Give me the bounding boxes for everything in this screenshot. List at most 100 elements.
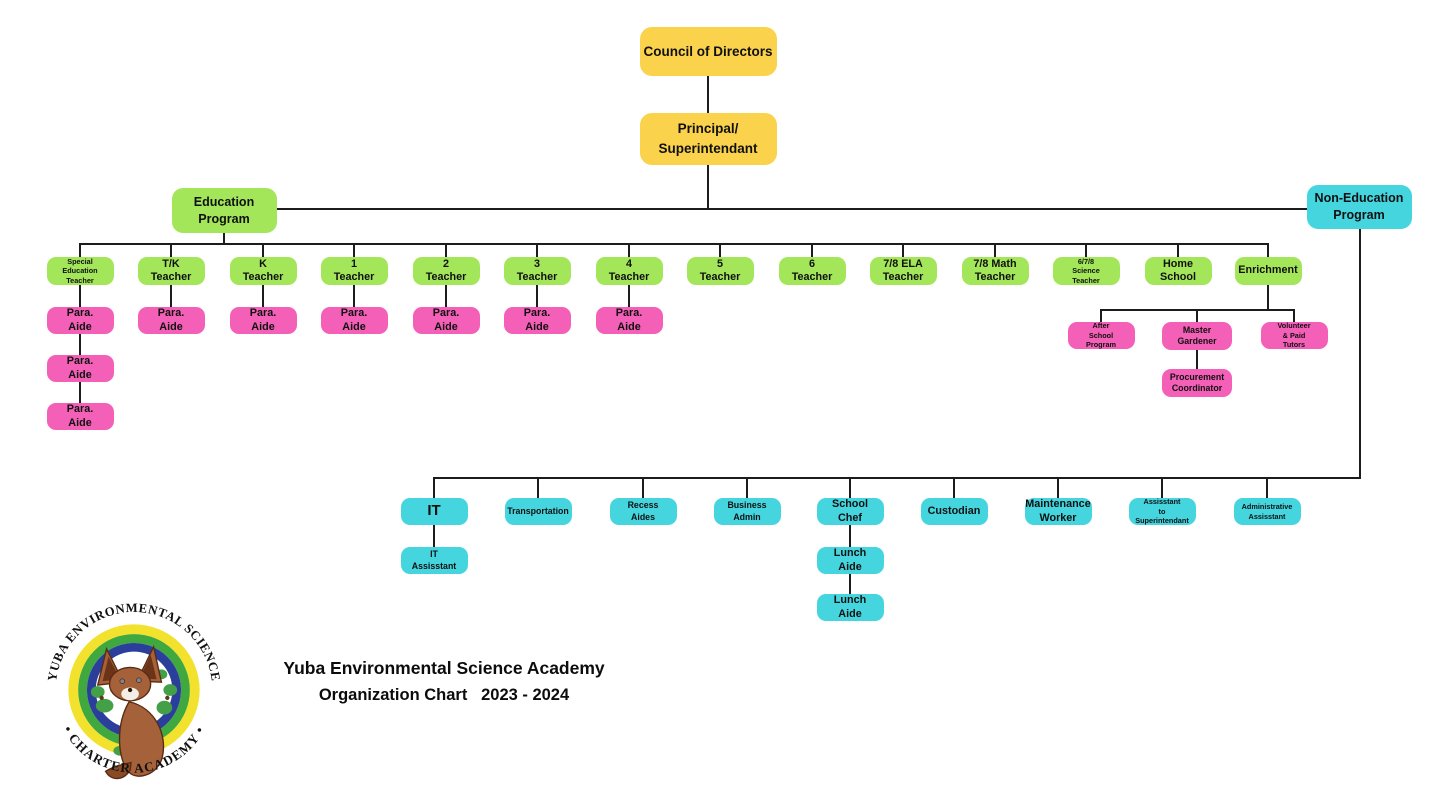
node-label-line: Superintendant: [658, 141, 758, 156]
connector-line: [223, 233, 225, 244]
node-pa_2: Para.Aide: [412, 307, 480, 334]
node-pa_k: Para.Aide: [229, 307, 297, 334]
connector-line: [79, 382, 81, 403]
connector-line: [536, 244, 538, 257]
connector-line: [79, 285, 81, 307]
node-label-line: Coordinator: [1171, 383, 1223, 393]
node-label-line: Master: [1182, 324, 1212, 335]
node-label-line: 7/8 ELA: [883, 257, 923, 270]
node-label-line: Teacher: [66, 275, 94, 285]
connector-line: [628, 285, 630, 307]
node-label-line: Administrative: [1241, 502, 1293, 512]
node-pa_sped1: Para.Aide: [46, 307, 114, 334]
connector-line: [445, 285, 447, 307]
node-label-line: Para.: [66, 403, 94, 416]
node-label-line: T/K: [162, 257, 180, 270]
connector-line: [79, 243, 1269, 245]
node-label-line: Para.: [340, 307, 368, 320]
node-label-line: Teacher: [425, 271, 467, 283]
connector-line: [707, 165, 709, 209]
node-label-line: Aide: [68, 368, 92, 381]
connector-line: [276, 208, 1307, 210]
node-pa_1: Para.Aide: [320, 307, 388, 334]
node-label-line: Program: [198, 211, 250, 226]
node-label-line: Para.: [249, 307, 277, 320]
chart-title-line1: Yuba Environmental Science Academy: [283, 658, 605, 678]
node-label-line: Teacher: [516, 271, 558, 283]
node-custodian: Custodian: [920, 498, 988, 525]
connector-line: [433, 477, 1361, 479]
connector-line: [953, 478, 955, 498]
node-label-line: Aide: [434, 320, 458, 333]
school-logo: YUBA ENVIRONMENTAL SCIENCE • CHARTER ACA…: [45, 601, 222, 780]
connector-line: [79, 334, 81, 355]
node-label-line: Recess: [627, 500, 659, 511]
node-label-line: Business: [727, 500, 767, 511]
node-label-line: Admin: [733, 511, 761, 522]
node-label-line: Aide: [251, 320, 275, 333]
node-label-line: School: [1160, 271, 1196, 283]
connector-line: [1267, 244, 1269, 257]
node-label-line: Para.: [523, 307, 551, 320]
connector-line: [1057, 478, 1059, 498]
node-label-line: Teacher: [791, 271, 833, 283]
node-label-line: Teacher: [608, 271, 650, 283]
connector-line: [628, 244, 630, 257]
connector-line: [1266, 478, 1268, 498]
node-label-line: Aide: [68, 320, 92, 333]
connector-line: [353, 285, 355, 307]
connector-line: [707, 76, 709, 113]
node-label-line: Lunch: [833, 594, 867, 607]
connector-line: [262, 244, 264, 257]
node-label-line: Aide: [342, 320, 366, 333]
connector-line: [849, 525, 851, 547]
node-label-line: 6/7/8: [1077, 256, 1095, 266]
node-label-line: Assisstant: [1248, 511, 1286, 521]
node-label-line: Lunch: [833, 547, 867, 560]
node-label-line: Maintenance: [1025, 498, 1091, 511]
node-label-line: to: [1158, 506, 1166, 516]
node-label-line: Para.: [66, 307, 94, 320]
node-council: Council of Directors: [639, 27, 777, 76]
node-label-line: Aide: [617, 320, 641, 333]
connector-line: [719, 244, 721, 257]
node-label-line: Teacher: [333, 271, 375, 283]
connector-line: [433, 525, 435, 547]
node-label-line: & Paid: [1282, 330, 1306, 340]
node-label-line: 4: [625, 257, 632, 270]
node-label-line: Aide: [838, 607, 862, 620]
connector-line: [353, 244, 355, 257]
node-label-line: After: [1092, 321, 1110, 331]
node-label-line: 2: [442, 257, 449, 270]
connector-line: [746, 478, 748, 498]
node-label-line: Science: [1072, 266, 1100, 276]
connector-line: [1359, 229, 1361, 478]
node-label-line: Procurement: [1169, 371, 1225, 382]
connector-line: [1177, 244, 1179, 257]
connector-line: [537, 478, 539, 498]
node-pa_4: Para.Aide: [595, 307, 663, 334]
node-label-line: Para.: [615, 307, 643, 320]
node-label-line: Para.: [157, 307, 185, 320]
node-label-line: Custodian: [927, 504, 981, 517]
connector-line: [902, 244, 904, 257]
node-label-line: Aide: [525, 320, 549, 333]
